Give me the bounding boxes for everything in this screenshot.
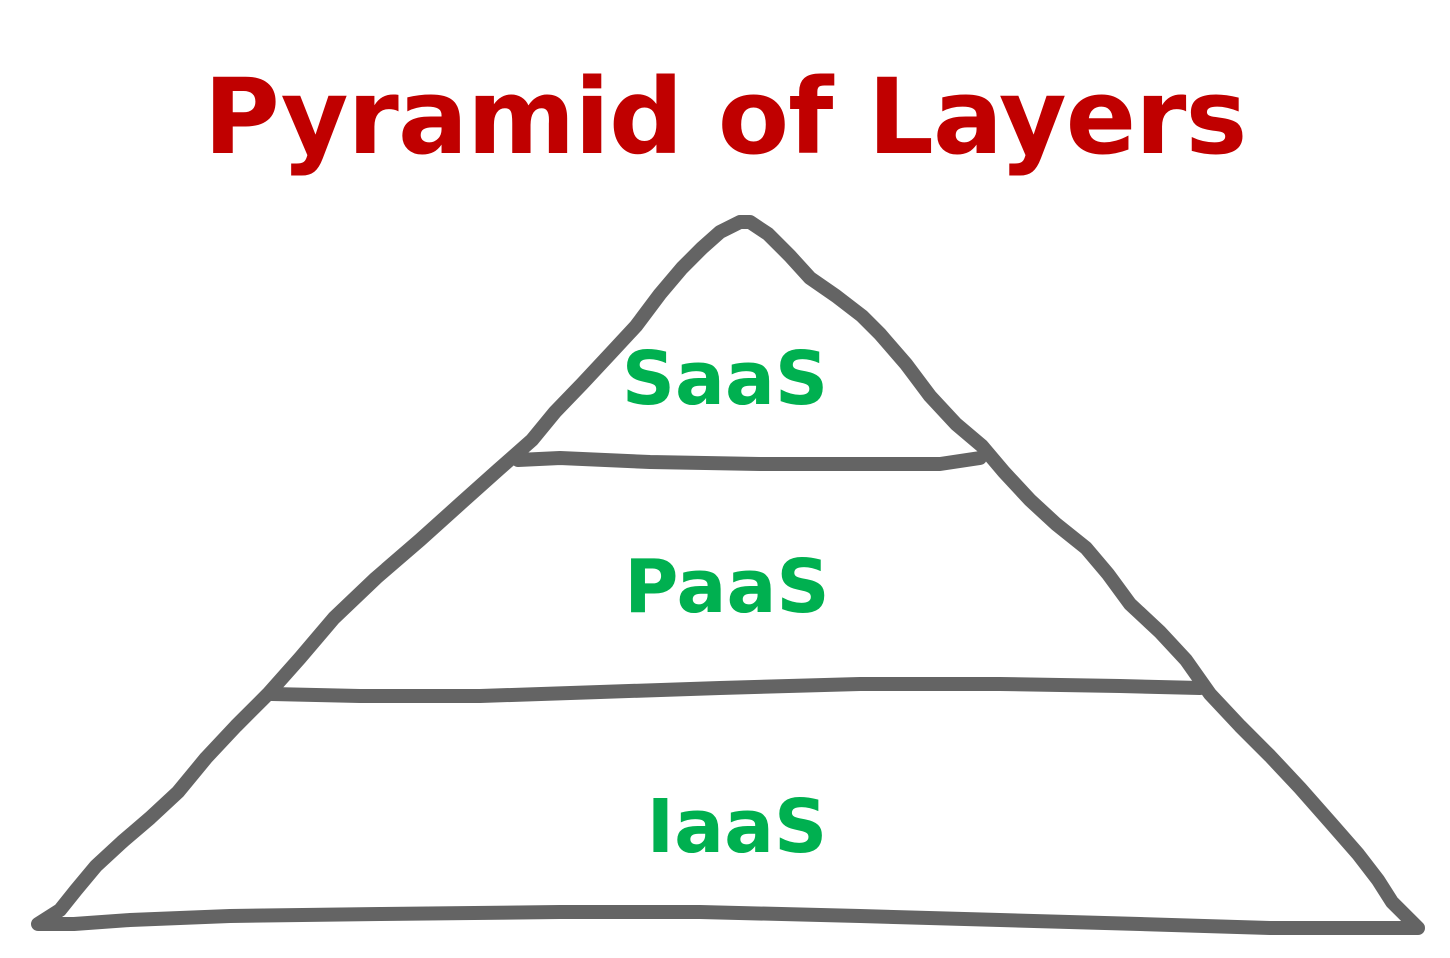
layer-label-saas: SaaS [622, 336, 828, 422]
layer-divider-top [511, 451, 987, 471]
diagram-title: Pyramid of Layers [203, 56, 1248, 178]
pyramid-outline [31, 215, 1425, 935]
layer-divider-bottom [265, 677, 1207, 703]
layer-label-paas: PaaS [624, 544, 829, 630]
layer-label-iaas: IaaS [647, 784, 828, 870]
